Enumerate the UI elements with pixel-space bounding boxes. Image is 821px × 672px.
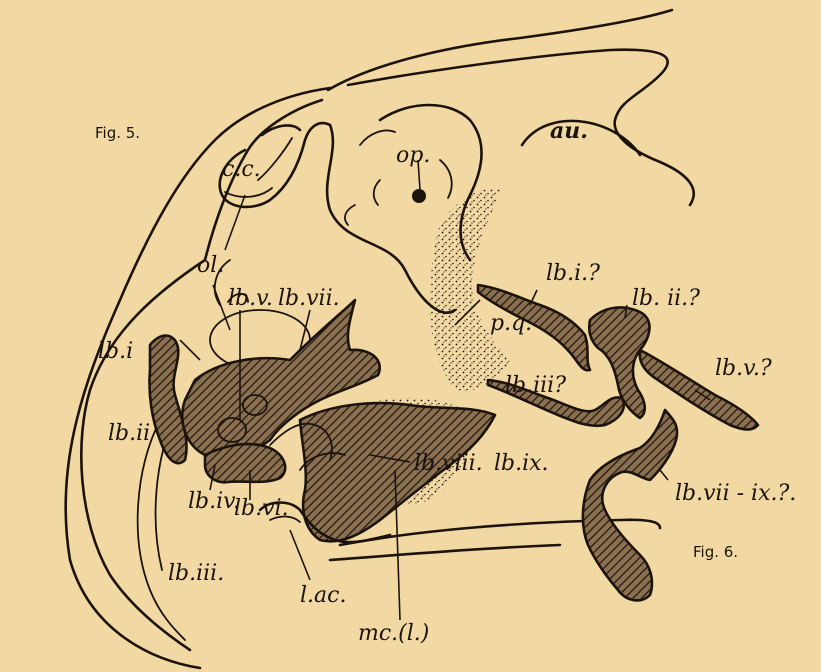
label-lb-v: lb.v. (228, 286, 273, 311)
label-lb-iv: lb.iv. (188, 489, 240, 514)
optic-foramen-dot (412, 189, 426, 203)
f6-label-lb-i: lb.i.? (546, 261, 600, 286)
fig5-caption: Fig. 5. (95, 124, 140, 142)
label-lb-iii: lb.iii. (168, 561, 224, 586)
label-lb-viii: lb.viii. (414, 451, 483, 476)
f6-label-lb-iii: lb.iii? (505, 373, 566, 398)
leader-lb-i (180, 340, 200, 360)
label-cc: c.c. (222, 157, 261, 182)
label-pq: p.q. (490, 311, 532, 336)
orbit-arc-a (360, 131, 395, 145)
orbit-arc-c (374, 180, 380, 205)
label-lb-ix: lb.ix. (494, 451, 549, 476)
label-ol: ol. (197, 253, 224, 278)
lb-i-shape (149, 336, 186, 464)
mandible-line-2 (330, 545, 560, 560)
label-lb-vi: lb.vi. (234, 496, 289, 521)
leader-lac (290, 530, 310, 580)
fig6-caption: Fig. 6. (693, 543, 738, 561)
f6-label-lb-v: lb.v.? (715, 356, 772, 381)
f6-lb-vii-ix (583, 410, 677, 600)
skull-dorsal-outline (328, 10, 694, 205)
f6-label-lb-vii-ix: lb.vii - ix.?. (675, 481, 796, 506)
orbit-arc-b (440, 160, 452, 198)
label-mc: mc.(l.) (358, 621, 429, 646)
small-arc-a (345, 205, 355, 225)
lb-vi-mass (205, 444, 285, 482)
label-lb-vii: lb.vii. (278, 286, 340, 311)
label-lac: l.ac. (300, 583, 346, 608)
label-au: au. (550, 118, 588, 144)
f6-leader-vii (660, 470, 668, 480)
label-op: op. (396, 143, 430, 168)
f6-label-lb-ii: lb. ii.? (632, 286, 700, 311)
label-lb-ii: lb.ii (108, 421, 150, 446)
label-lb-i: lb.i (98, 339, 133, 364)
